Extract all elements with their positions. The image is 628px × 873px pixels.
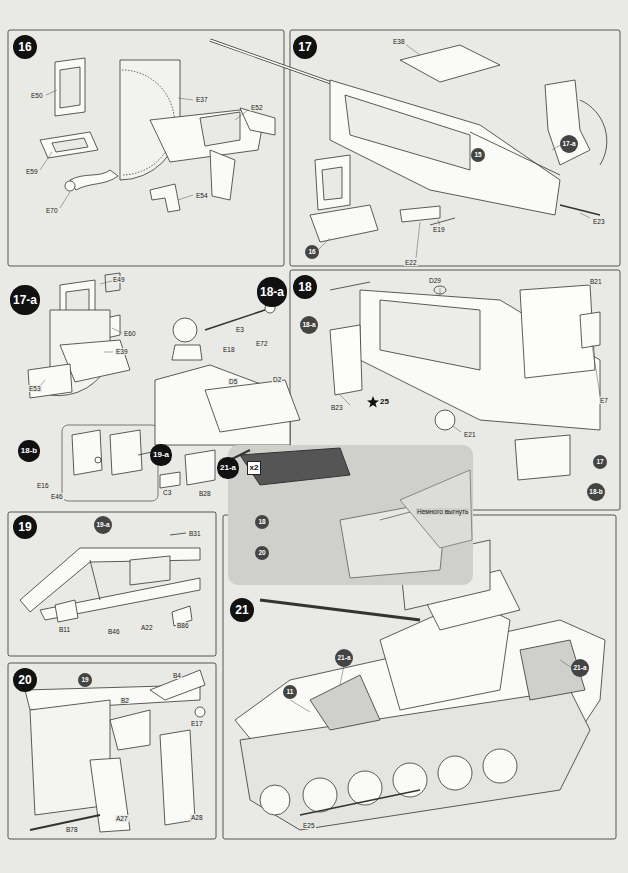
part-label: E49: [112, 276, 126, 283]
node-text: 21-a: [337, 655, 350, 662]
part-label: D29: [428, 277, 442, 284]
part-label: E3: [235, 326, 245, 333]
step-number: 18-a: [257, 277, 286, 306]
node-text: 16: [18, 41, 31, 53]
node-text: 16: [308, 249, 315, 256]
node-text: 18: [298, 281, 311, 293]
part-label: E39: [115, 348, 129, 355]
part-label: E23: [592, 218, 606, 225]
callout-number: 11: [283, 685, 297, 699]
node-text: 18: [258, 519, 265, 526]
star-symbol: 25: [367, 396, 392, 408]
part-label: A28: [190, 814, 204, 821]
part-label: A27: [115, 815, 129, 822]
callout-number: 20: [255, 546, 269, 560]
part-label: E17: [190, 720, 204, 727]
part-label: E16: [36, 482, 50, 489]
node-text: 19: [81, 677, 88, 684]
node-text: 19-a: [96, 522, 109, 529]
part-label: D5: [228, 378, 238, 385]
part-label: E53: [28, 385, 42, 392]
step-number: 21-a: [217, 457, 238, 478]
callout-number: 19: [78, 673, 92, 687]
part-label: B46: [107, 628, 121, 635]
callout-number: 16: [305, 245, 319, 259]
node-text: 17: [298, 41, 311, 53]
part-label: E50: [30, 92, 44, 99]
part-label: Немного выгнуть: [416, 508, 469, 515]
node-text: 19-a: [153, 451, 169, 459]
step-number: 17: [293, 35, 317, 59]
star-symbol: [367, 396, 379, 408]
callout-number: 19-a: [94, 516, 112, 534]
step-number: 18: [293, 275, 317, 299]
part-label: E22: [404, 259, 418, 266]
node-text: 20: [18, 674, 31, 686]
step-number: 21: [230, 598, 254, 622]
part-label: B86: [176, 622, 190, 629]
part-label: E25: [302, 822, 316, 829]
node-text: 18-a: [260, 286, 284, 298]
part-label: E18: [222, 346, 236, 353]
part-label: E70: [45, 207, 59, 214]
node-text: 11: [287, 689, 294, 696]
part-label: B11: [58, 626, 71, 633]
callout-number: 18-b: [587, 483, 605, 501]
step-number: 16: [13, 35, 37, 59]
node-text: 18-a: [302, 322, 315, 329]
part-label: E37: [195, 96, 209, 103]
node-text: 25: [380, 398, 389, 406]
part-label: E7: [599, 397, 609, 404]
callout-number: 15: [471, 148, 485, 162]
node-text: 21-a: [573, 665, 586, 672]
part-label: E46: [50, 493, 64, 500]
part-label: A22: [140, 624, 154, 631]
part-label: E52: [250, 104, 264, 111]
callout-number: 17-a: [560, 135, 578, 153]
node-text: 18-b: [589, 489, 602, 496]
node-text: x2: [250, 464, 259, 472]
part-label: C3: [162, 489, 172, 496]
part-label: B21: [589, 278, 603, 285]
quantity-box: x2: [247, 461, 262, 475]
part-label: B31: [188, 530, 202, 537]
callout-number: 21-a: [571, 659, 589, 677]
node-text: 21-a: [220, 464, 236, 472]
part-label: B28: [198, 490, 212, 497]
node-text: 21: [235, 604, 248, 616]
callout-number: 18: [255, 515, 269, 529]
node-text: 20: [258, 550, 265, 557]
part-label: B23: [330, 404, 344, 411]
part-label: E21: [463, 431, 477, 438]
node-text: 18-b: [21, 447, 37, 455]
node-text: 17: [596, 459, 603, 466]
node-text: 19: [18, 521, 31, 533]
step-number: 18-b: [18, 440, 39, 461]
part-label: E60: [123, 330, 137, 337]
step-number: 19-a: [150, 444, 171, 465]
part-label: E19: [432, 226, 446, 233]
part-label: E59: [25, 168, 39, 175]
part-label: B4: [172, 672, 182, 679]
part-label: D2: [272, 376, 282, 383]
part-label: B78: [65, 826, 79, 833]
node-text: 17-a: [562, 141, 575, 148]
part-label: E54: [195, 192, 209, 199]
step-number: 20: [13, 668, 37, 692]
step-number: 19: [13, 515, 37, 539]
callout-number: 21-a: [335, 649, 353, 667]
step-number: 17-a: [10, 285, 39, 314]
part-label: E72: [255, 340, 269, 347]
callout-number: 18-a: [300, 316, 318, 334]
part-label: E38: [392, 38, 406, 45]
node-text: 17-a: [13, 294, 37, 306]
callout-number: 17: [593, 455, 607, 469]
node-text: 15: [474, 152, 481, 159]
part-label: B2: [120, 697, 130, 704]
